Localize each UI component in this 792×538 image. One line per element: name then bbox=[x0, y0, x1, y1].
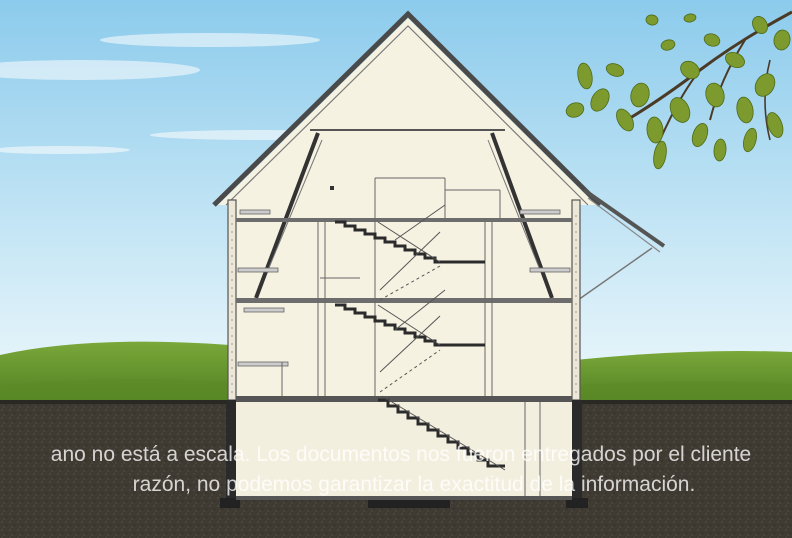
staircase-icon bbox=[335, 220, 505, 468]
clouds bbox=[0, 33, 370, 154]
roof-icon bbox=[212, 10, 602, 207]
house bbox=[212, 10, 666, 508]
tree-branch-icon bbox=[565, 10, 792, 170]
